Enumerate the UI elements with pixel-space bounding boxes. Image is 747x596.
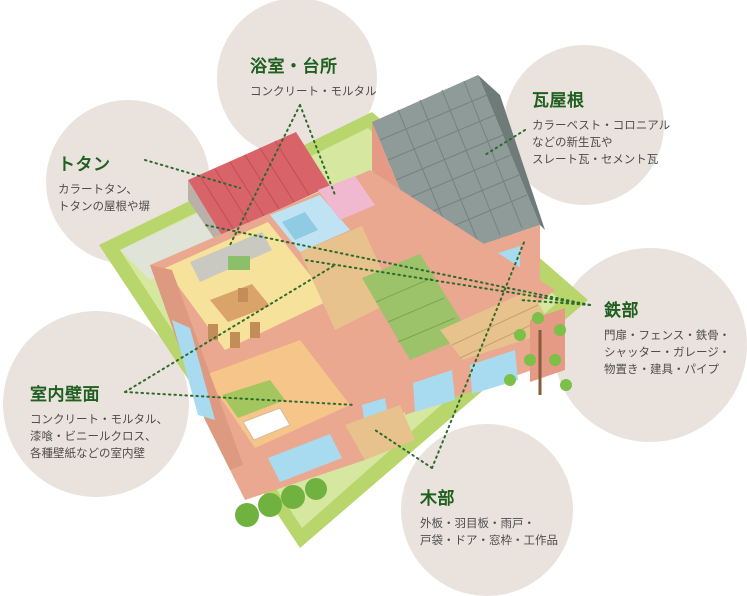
bubble-interior-wall: [3, 311, 189, 497]
label-title: 木部: [420, 489, 455, 509]
label-tin: トタン カラートタン、 トタンの屋根や塀: [58, 150, 150, 215]
left-window: [172, 320, 215, 420]
label-interior-wall: 室内壁面 コンクリート・モルタル、 漆喰・ビニールクロス、 各種壁紙などの室内壁: [30, 380, 168, 462]
bathtub: [282, 212, 318, 240]
label-title: トタン: [58, 155, 111, 175]
bubble-kawara-roof: [504, 45, 664, 205]
leader-steel: [204, 224, 591, 306]
label-desc: コンクリート・モルタル: [250, 84, 377, 98]
bubble-wood: [401, 424, 573, 596]
leader-interior-wall: [124, 391, 356, 406]
leader-wood: [431, 239, 526, 469]
label-desc: カラーベスト・コロニアル などの新生瓦や スレート瓦・セメント瓦: [532, 118, 671, 166]
hallway-floor: [300, 226, 395, 330]
bubble-steel: [553, 248, 747, 442]
low-table: [242, 407, 291, 441]
label-title: 室内壁面: [30, 385, 100, 405]
garden-tree: [504, 312, 572, 395]
label-bath-kitchen: 浴室・台所 コンクリート・モルタル: [250, 52, 377, 100]
tin-roof-annex: [188, 132, 330, 250]
right-window-1: [413, 370, 455, 412]
label-title: 浴室・台所: [250, 57, 338, 77]
label-steel: 鉄部 門扉・フェンス・鉄骨・ シャッター・ガレージ・ 物置き・建具・パイプ: [604, 296, 730, 378]
label-desc: 門扉・フェンス・鉄骨・ シャッター・ガレージ・ 物置き・建具・パイプ: [604, 328, 731, 376]
label-title: 瓦屋根: [532, 91, 585, 111]
label-bubbles: [3, 0, 747, 596]
dining-table: [210, 284, 270, 322]
label-kawara-roof: 瓦屋根 カラーベスト・コロニアル などの新生瓦や スレート瓦・セメント瓦: [532, 86, 670, 168]
plants: [235, 312, 572, 527]
leader-kawara-roof: [484, 129, 526, 156]
leader-tin: [144, 159, 241, 189]
leader-bath-kitchen: [229, 104, 301, 246]
label-title: 鉄部: [604, 301, 639, 321]
front-window: [268, 434, 342, 482]
entrance-step: [345, 405, 415, 460]
label-desc: コンクリート・モルタル、 漆喰・ビニールクロス、 各種壁紙などの室内壁: [30, 412, 168, 460]
bubble-bath-kitchen: [217, 0, 377, 158]
label-desc: カラートタン、 トタンの屋根や塀: [58, 182, 150, 213]
house-floorplan: [150, 170, 555, 470]
leader-lines: [124, 104, 591, 469]
label-wood: 木部 外板・羽目板・雨戸・ 戸袋・ドア・窓枠・工作品: [420, 484, 558, 549]
label-desc: 外板・羽目板・雨戸・ 戸袋・ドア・窓枠・工作品: [420, 516, 558, 547]
